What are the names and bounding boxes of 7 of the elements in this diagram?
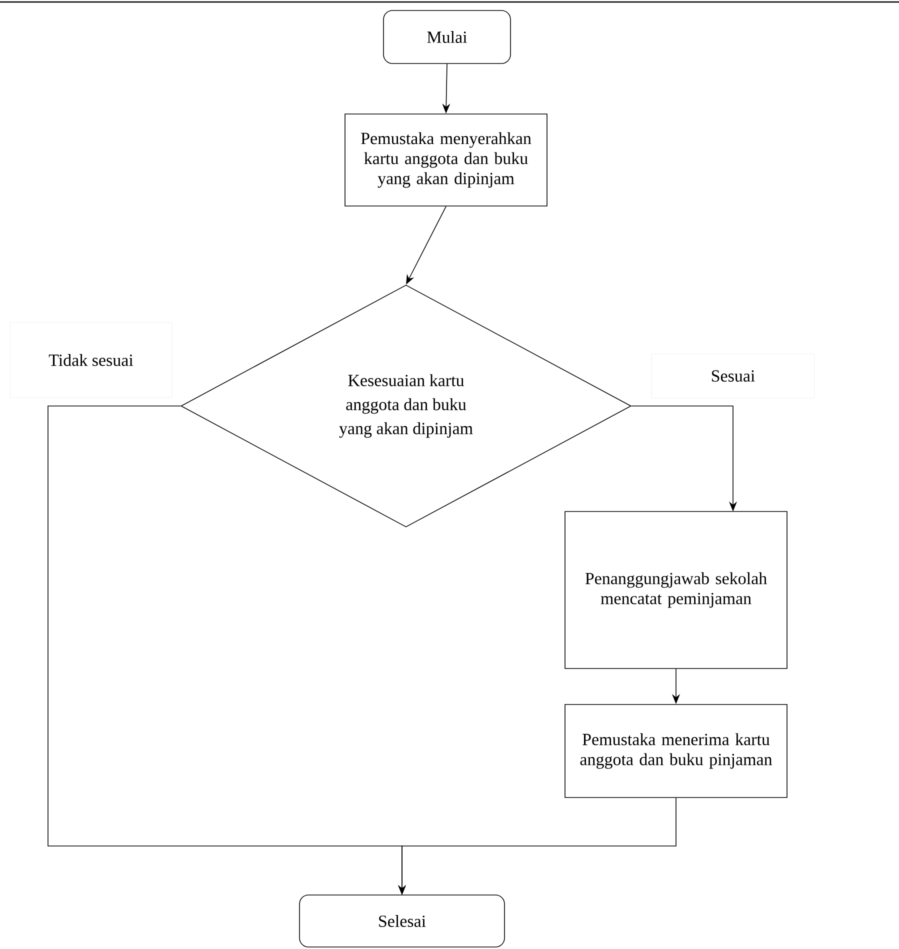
process-box: Pemustaka menyerahkan kartu anggota dan buku yang akan dipinjam [344,114,548,206]
process-box: Pemustaka menerima kartu anggota dan buku pinjaman [564,704,788,798]
edge-label: Tidak sesuai [10,322,172,398]
process-box: Penanggungjawab sekolah mencatat peminjaman [564,511,788,669]
terminal-box: Mulai [383,10,511,64]
edge-label: Sesuai [651,354,815,398]
terminal-box: Selesai [299,894,505,948]
